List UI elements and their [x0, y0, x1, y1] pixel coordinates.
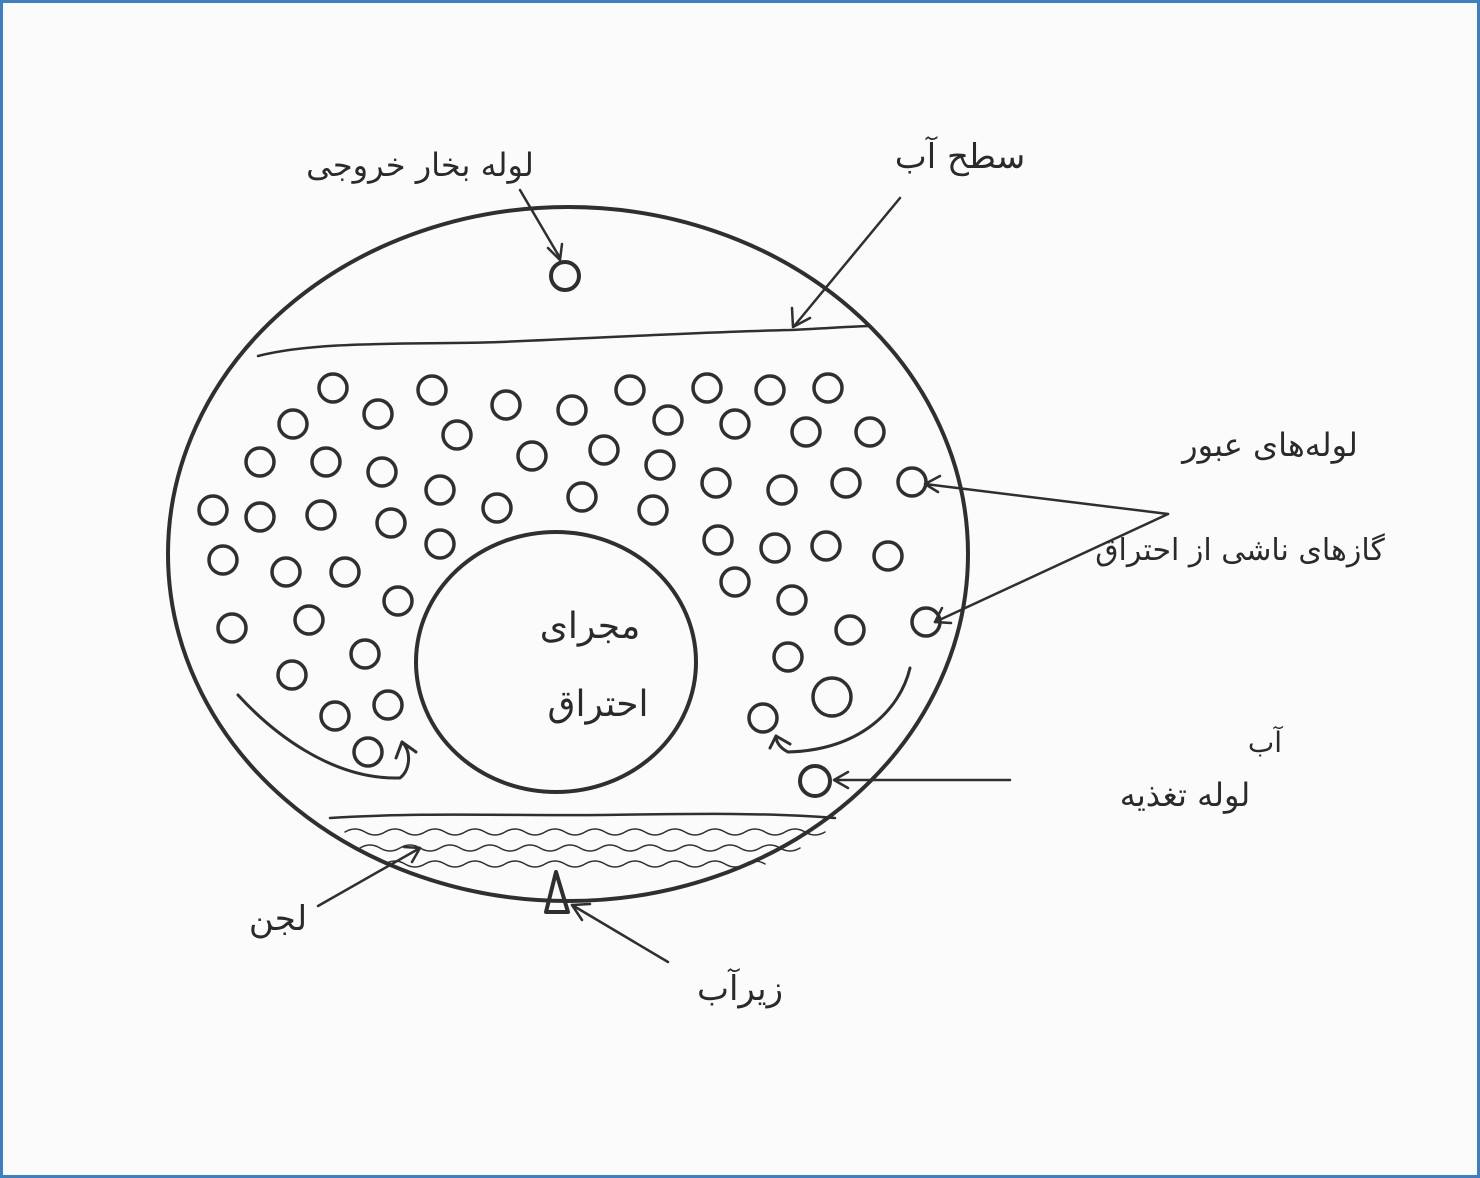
gas-tubes-leader-lower	[935, 514, 1168, 622]
gas-tubes-label-line1: لوله‌های عبور	[1180, 426, 1358, 464]
fire-tube	[721, 410, 749, 438]
fire-tube	[368, 458, 396, 486]
boiler-shell	[168, 207, 968, 901]
fire-tube	[278, 661, 306, 689]
fire-tube	[518, 442, 546, 470]
fire-tube	[321, 702, 349, 730]
fire-tube	[749, 704, 777, 732]
drain-leader	[572, 905, 668, 962]
steam-outlet-label: لوله بخار خروجی	[306, 146, 534, 184]
fire-tube	[704, 526, 732, 554]
fire-tube	[426, 530, 454, 558]
fire-tube	[418, 376, 446, 404]
fire-tube	[856, 418, 884, 446]
fire-tube	[483, 494, 511, 522]
fire-tube	[761, 534, 789, 562]
fire-tube	[364, 400, 392, 428]
steam-outlet-pipe	[551, 262, 579, 290]
fire-tube	[279, 410, 307, 438]
steam-outlet-leader	[520, 190, 560, 258]
fire-tube	[616, 376, 644, 404]
fire-tube	[693, 374, 721, 402]
fire-tube	[756, 376, 784, 404]
fire-tube	[246, 448, 274, 476]
fire-tube	[702, 469, 730, 497]
combustion-label-line1: مجرای	[540, 606, 641, 647]
feed-water-pipe	[800, 766, 830, 796]
fire-tube	[307, 501, 335, 529]
fire-tube	[792, 418, 820, 446]
fire-tube	[568, 483, 596, 511]
fire-tube	[199, 496, 227, 524]
water-surface-line	[258, 326, 870, 356]
fire-tube	[209, 546, 237, 574]
fire-tube	[331, 558, 359, 586]
fire-tube	[384, 587, 412, 615]
water-surface-label: سطح آب	[895, 136, 1026, 177]
sludge-surface-line	[330, 814, 835, 818]
fire-tube	[813, 678, 851, 716]
fire-tube	[768, 476, 796, 504]
fire-tube	[898, 468, 926, 496]
fire-tube	[492, 391, 520, 419]
drain-valve	[546, 872, 568, 912]
fire-tube	[812, 532, 840, 560]
sludge-label: لجن	[249, 899, 307, 939]
fire-tube	[778, 586, 806, 614]
fire-tube	[377, 509, 405, 537]
fire-tube	[312, 448, 340, 476]
fire-tube	[646, 451, 674, 479]
gas-tubes-label-line2: گازهای ناشی از احتراق	[1095, 533, 1385, 568]
fire-tube	[639, 496, 667, 524]
feed-water-label-line1: آب	[1248, 726, 1283, 759]
fire-tube	[246, 503, 274, 531]
combustion-chamber	[416, 532, 696, 792]
fire-tube	[774, 643, 802, 671]
fire-tube	[443, 421, 471, 449]
fire-tube	[814, 374, 842, 402]
fire-tube	[426, 476, 454, 504]
fire-tube	[874, 542, 902, 570]
fire-tube	[836, 616, 864, 644]
fire-tube	[354, 738, 382, 766]
fire-tube	[374, 691, 402, 719]
fire-tube	[319, 374, 347, 402]
combustion-label-line2: احتراق	[548, 684, 649, 725]
fire-tube	[218, 614, 246, 642]
fire-tube	[654, 406, 682, 434]
feed-water-label-line2: لوله تغذیه	[1120, 776, 1251, 814]
steam-outlet-leader-head	[548, 244, 562, 260]
drain-label: زیرآب	[697, 968, 783, 1009]
fire-tube	[272, 558, 300, 586]
fire-tube	[721, 568, 749, 596]
fire-tube	[590, 436, 618, 464]
fire-tube	[295, 606, 323, 634]
fire-tube	[558, 396, 586, 424]
fire-tube	[832, 469, 860, 497]
fire-tube	[351, 640, 379, 668]
